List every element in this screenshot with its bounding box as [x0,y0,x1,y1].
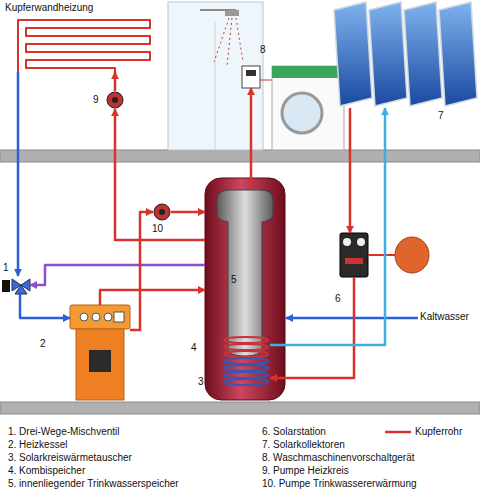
wall-device [242,66,260,88]
boiler-control-panel [70,305,130,329]
pipe-connector [17,72,20,276]
boiler-display [114,312,124,322]
legend-text: Kupferrohr [415,426,462,438]
solar-collectors: 7 [330,0,480,108]
floor-slab [0,150,480,162]
coil-turn [224,337,268,343]
solar-station: 6 [340,233,368,277]
solar-panel [404,2,442,106]
boiler-knob [92,313,100,321]
vessel-pipe [368,254,395,256]
boiler-body [76,329,124,400]
coil-turn [224,344,268,350]
parts-list-item: 10. Pumpe Trinkwassererwärmung [262,478,417,490]
callout-number: 7 [438,110,444,122]
pump: 9 [106,91,124,109]
pipe-connector [130,212,153,330]
callout-number: 8 [260,44,266,56]
parts-list-item: 5. innenliegender Trinkwasserspeicher [8,478,179,490]
component-label: Kupferwandheizung [5,2,93,14]
parts-list-item: 1. Drei-Wege-Mischventil [8,426,120,438]
boiler-knob [80,313,88,321]
pipe-label: Kaltwasser [420,311,469,323]
device-display [246,70,256,76]
coil-turn [224,379,268,385]
shower-cabin [168,2,263,150]
pipe-connector [115,109,205,240]
legend-swatch [385,426,413,438]
gauge [357,238,365,246]
pump: 10 [153,203,171,221]
mixing-valve: 1 [10,276,30,294]
coil-turn [224,372,268,378]
shower-spray [214,18,229,62]
cold-water-pipe [286,317,418,320]
washing-machine [272,66,344,150]
boiler: 2 [70,305,130,400]
legend-line-sample [385,431,411,434]
inner-tank-body [217,190,273,356]
shower-spray [236,18,243,62]
wall-heating-coil [18,20,150,72]
storage-tank-body [205,178,285,400]
device-cable [260,80,272,81]
coil-turn [224,358,268,364]
pipe-connector [20,294,70,318]
wall-device: 8 [242,66,260,88]
pipe-connector [250,88,253,188]
solar-panel [334,2,372,106]
callout-number: 6 [335,293,341,305]
coil-turn [224,351,268,357]
shower-spray [227,18,232,66]
shower-door-frame [215,22,216,150]
valve-symbol [15,285,27,294]
solar-panel [439,2,477,106]
pump-rotor [112,97,118,103]
washing-machine-panel [272,66,344,78]
expansion-vessel [395,237,429,273]
callout-number: 5 [231,274,237,286]
parts-list-item: 3. Solarkreiswärmetauscher [8,452,132,464]
solar-panel [369,2,407,106]
parts-list-item: 8. Waschmaschinenvorschaltgerät [262,452,414,464]
pump-rotor [159,209,165,215]
callout-number: 9 [93,94,99,106]
gauge [343,238,351,246]
parts-list-item: 4. Kombispeicher [8,465,85,477]
callout-number: 3 [198,376,204,388]
parts-list-item: 2. Heizkessel [8,439,67,451]
station-pump [345,258,363,264]
pump-symbol [107,92,123,108]
boiler-knob [104,313,112,321]
heat-exchanger-coil: 3 [222,335,270,392]
washing-machine-door [282,93,322,133]
pipe-connector [114,72,117,91]
callout-number: 10 [152,223,163,235]
pipe-connector [349,108,352,233]
parts-list-item: 6. Solarstation [262,426,326,438]
callout-number: 1 [3,262,9,274]
pipe-connector [270,108,385,345]
parts-list-item: 9. Pumpe Heizkreis [262,465,349,477]
shower-head [225,10,239,16]
floor-slab [0,402,480,414]
storage-tank: 453 [205,178,285,400]
inner-tank: 5 [215,188,275,355]
parts-list-item: 7. Solarkollektoren [262,439,345,451]
pipe-connector [270,277,354,378]
solar-station-body [340,233,368,277]
wall-heating: Kupferwandheizung [5,2,150,72]
valve-actuator [2,280,10,292]
pipe-connector [100,290,205,305]
pipe-connector [30,265,205,285]
coil-turn [224,365,268,371]
pipe-connector [171,211,205,214]
callout-number: 2 [40,338,46,350]
pump-symbol [154,204,170,220]
callout-number: 4 [191,342,197,354]
boiler-window [89,350,111,372]
